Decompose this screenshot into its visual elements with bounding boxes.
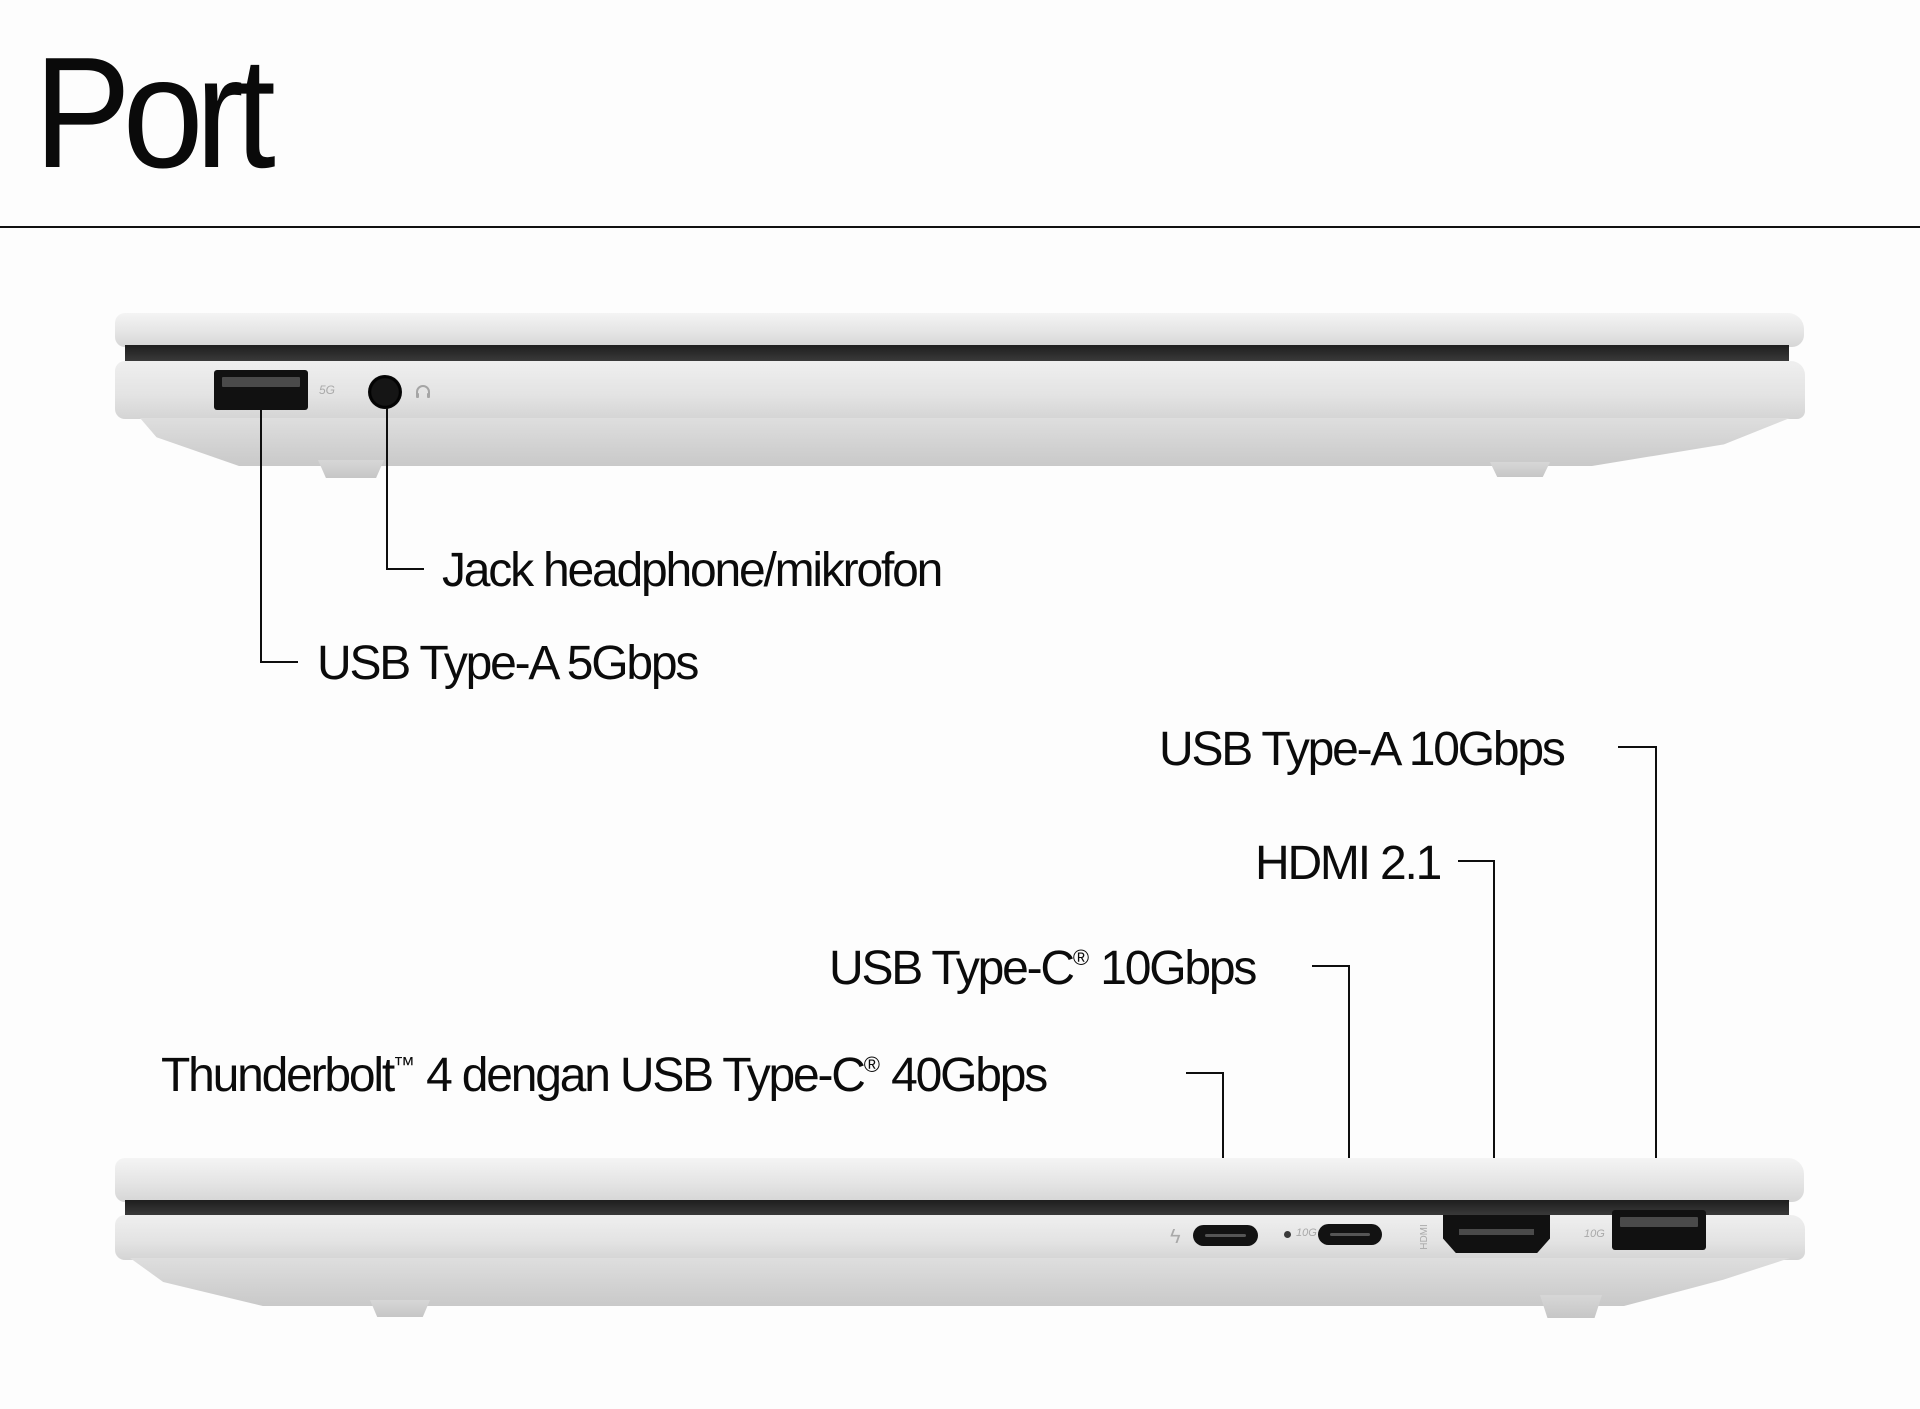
hdmi-logo-icon: HDMI bbox=[1418, 1224, 1430, 1250]
laptop-foot bbox=[370, 1300, 430, 1317]
status-led bbox=[1284, 1231, 1291, 1238]
laptop-foot bbox=[1540, 1295, 1602, 1318]
label-usb-a-5g: USB Type-A 5Gbps bbox=[317, 637, 699, 690]
headphone-icon bbox=[414, 383, 432, 401]
laptop-foot bbox=[318, 460, 384, 478]
callout-line-headphone-jack bbox=[386, 408, 388, 570]
thunderbolt-4-usb-c-port bbox=[1193, 1225, 1258, 1246]
callout-line-usb-c-10g bbox=[1312, 965, 1350, 967]
laptop-foot bbox=[1490, 462, 1550, 477]
label-usb-c-10g: USB Type-C® 10Gbps bbox=[829, 942, 1257, 995]
usb-c-10g-icon: 10G bbox=[1296, 1227, 1317, 1239]
usb-a-10g-port bbox=[1612, 1210, 1706, 1250]
laptop-hinge-gap bbox=[125, 1200, 1789, 1216]
callout-line-usb-a-10g bbox=[1618, 746, 1657, 748]
registered-mark: ® bbox=[863, 1052, 880, 1077]
label-thunderbolt-prefix: Thunderbolt bbox=[161, 1049, 395, 1102]
laptop-right-side-view: ϟ 10G HDMI 10G bbox=[0, 1140, 1920, 1340]
usb-a-5g-port bbox=[214, 370, 308, 410]
laptop-lid bbox=[115, 1158, 1804, 1202]
usb-c-10g-port bbox=[1318, 1224, 1382, 1245]
thunderbolt-icon: ϟ bbox=[1170, 1226, 1181, 1248]
label-usb-c-10g-suffix: 10Gbps bbox=[1089, 942, 1257, 995]
callout-line-headphone-jack bbox=[386, 568, 424, 570]
callout-line-hdmi bbox=[1458, 860, 1495, 862]
laptop-bottom bbox=[140, 418, 1790, 466]
callout-line-usb-c-10g bbox=[1348, 965, 1350, 1227]
header-divider bbox=[0, 226, 1920, 228]
laptop-left-side-view: 5G bbox=[0, 0, 1920, 500]
callout-line-usb-a-5g bbox=[260, 410, 262, 663]
callout-line-thunderbolt bbox=[1186, 1072, 1224, 1074]
hdmi-port bbox=[1443, 1215, 1550, 1253]
callout-line-hdmi bbox=[1493, 860, 1495, 1216]
usb-a-10g-icon: 10G bbox=[1584, 1228, 1605, 1240]
label-thunderbolt-middle: 4 dengan USB Type-C bbox=[414, 1049, 866, 1102]
label-thunderbolt-suffix: 40Gbps bbox=[879, 1049, 1048, 1102]
label-headphone-jack: Jack headphone/mikrofon bbox=[442, 544, 943, 597]
callout-line-usb-a-10g bbox=[1655, 746, 1657, 1212]
label-usb-c-10g-prefix: USB Type-C bbox=[829, 942, 1075, 995]
laptop-hinge-gap bbox=[125, 345, 1789, 362]
callout-line-thunderbolt bbox=[1222, 1072, 1224, 1226]
label-thunderbolt-4: Thunderbolt™ 4 dengan USB Type-C® 40Gbps bbox=[161, 1049, 1048, 1102]
usb-5g-icon: 5G bbox=[319, 383, 336, 397]
trademark-mark: ™ bbox=[392, 1052, 415, 1077]
label-usb-a-10g: USB Type-A 10Gbps bbox=[1159, 723, 1566, 776]
label-hdmi: HDMI 2.1 bbox=[1255, 837, 1442, 890]
laptop-lid bbox=[115, 313, 1804, 347]
callout-line-usb-a-5g bbox=[260, 661, 298, 663]
laptop-bottom bbox=[130, 1258, 1790, 1306]
laptop-base bbox=[115, 1215, 1805, 1260]
page-title: Port bbox=[34, 25, 276, 201]
headphone-jack-port bbox=[368, 375, 402, 409]
registered-mark: ® bbox=[1072, 945, 1090, 970]
